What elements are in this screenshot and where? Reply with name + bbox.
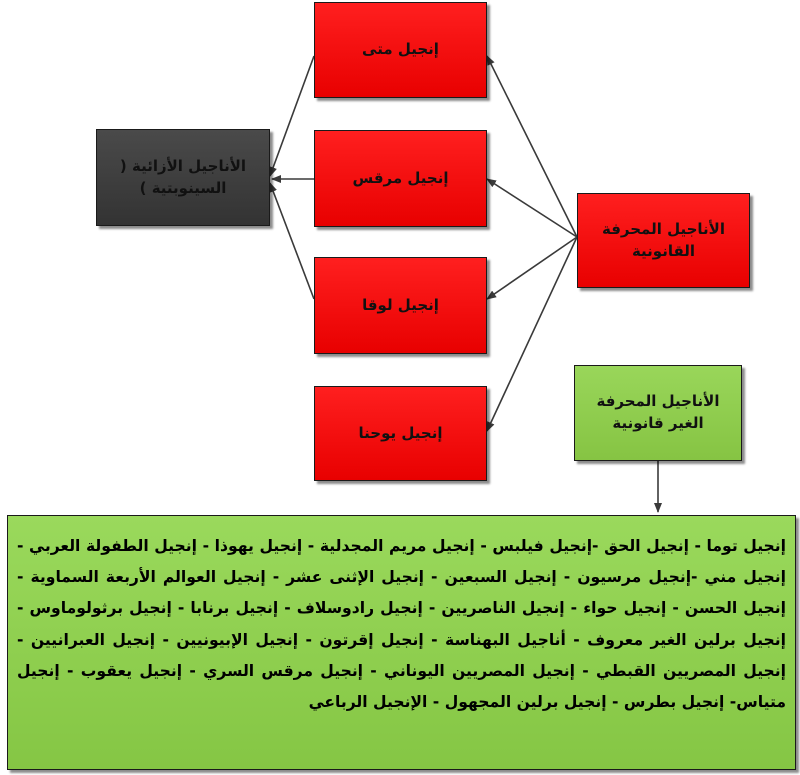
arrow-luke-to-synoptic (269, 182, 315, 300)
gospel-matthew-label: إنجيل متى (362, 40, 439, 59)
arrow-canonical-to-matthew (486, 55, 578, 238)
gospel-matthew-box: إنجيل متى (314, 2, 487, 98)
synoptic-gospels-label: الأناجيل الأزائية ( السينوبتية ) (119, 156, 247, 197)
synoptic-gospels-box: الأناجيل الأزائية ( السينوبتية ) (96, 129, 270, 226)
non-canonical-gospels-box: الأناجيل المحرفة الغير قانونية (574, 365, 742, 461)
arrow-canonical-to-luke (486, 236, 578, 300)
gospel-luke-label: إنجيل لوقا (362, 295, 439, 314)
gospel-mark-label: إنجيل مرقس (352, 168, 449, 187)
non-canonical-gospels-label: الأناجيل المحرفة الغير قانونية (596, 392, 720, 432)
apocryphal-gospels-list: إنجيل توما - إنجيل الحق -إنجيل فيلبس - إ… (17, 537, 786, 712)
canonical-gospels-label: الأناجيل المحرفة القانونية (601, 219, 725, 260)
apocryphal-gospels-panel: إنجيل توما - إنجيل الحق -إنجيل فيلبس - إ… (7, 515, 796, 770)
arrow-matthew-to-synoptic (269, 55, 315, 177)
gospel-john-box: إنجيل يوحنا (314, 386, 487, 481)
gospel-mark-box: إنجيل مرقس (314, 130, 487, 227)
gospel-luke-box: إنجيل لوقا (314, 257, 487, 354)
canonical-gospels-box: الأناجيل المحرفة القانونية (577, 193, 750, 288)
gospel-john-label: إنجيل يوحنا (358, 423, 443, 442)
arrow-canonical-to-john (486, 236, 578, 432)
arrow-canonical-to-mark (486, 178, 578, 238)
